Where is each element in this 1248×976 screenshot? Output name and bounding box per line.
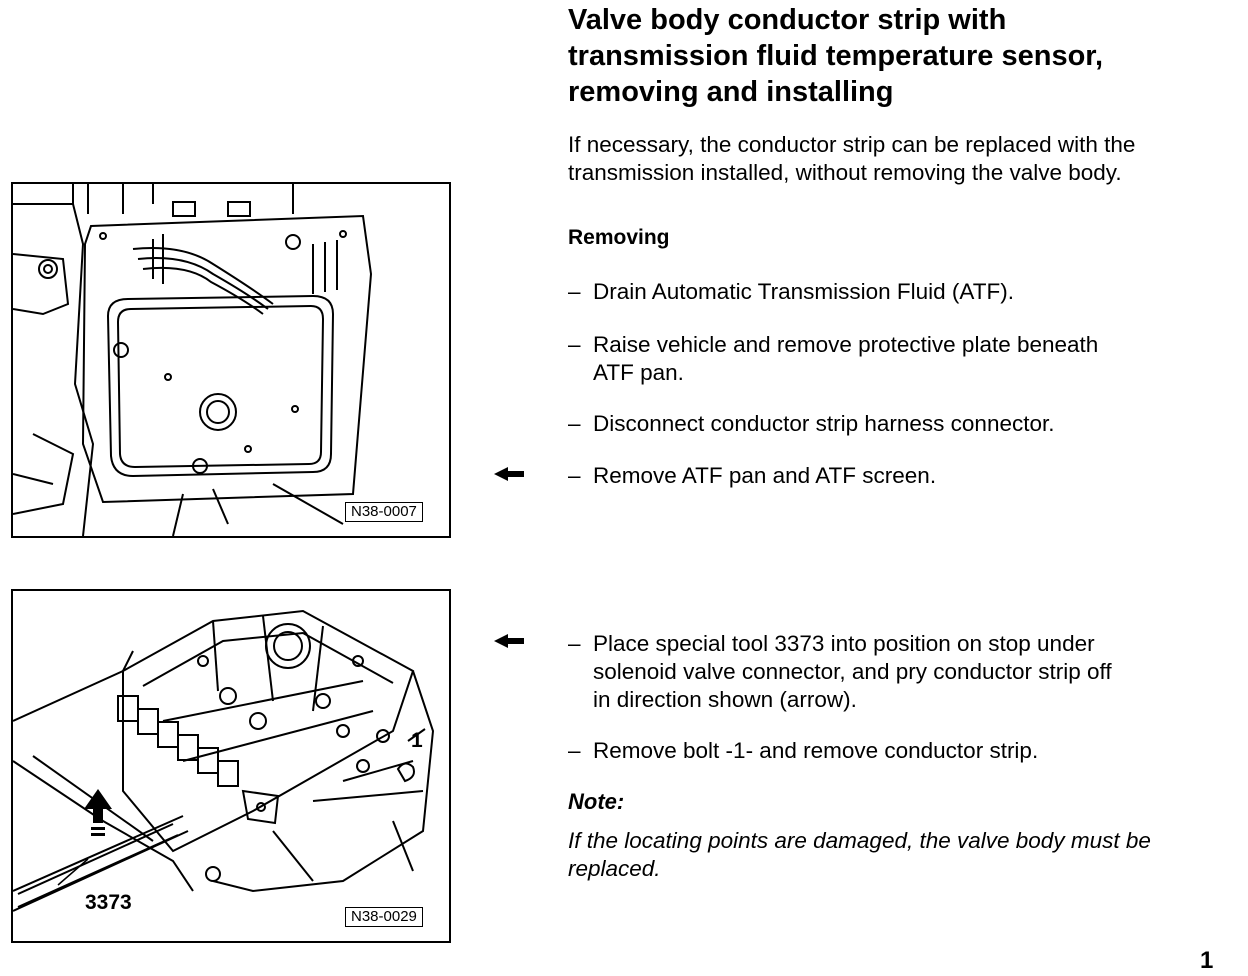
note-line: replaced.	[568, 856, 661, 881]
note-body: If the locating points are damaged, the …	[568, 827, 1248, 883]
figure-valve-body: 1 3373 N38-0029	[11, 589, 451, 943]
step-item: – Remove bolt -1- and remove conductor s…	[568, 737, 1228, 765]
section-heading: Removing	[568, 226, 670, 249]
note-heading: Note:	[568, 789, 625, 814]
step-dash: –	[568, 411, 581, 436]
intro-paragraph: If necessary, the conductor strip can be…	[568, 131, 1248, 187]
step-text: ATF pan.	[593, 360, 684, 385]
step-dash: –	[568, 631, 581, 656]
valve-body-illustration	[13, 609, 435, 912]
step-text: in direction shown (arrow).	[593, 687, 857, 712]
step-item: – Drain Automatic Transmission Fluid (AT…	[568, 278, 1228, 306]
step-text: Disconnect conductor strip harness conne…	[593, 411, 1055, 436]
title-line: transmission fluid temperature sensor,	[568, 40, 1104, 72]
page-number: 1	[1200, 947, 1214, 974]
figure-atf-pan: N38-0007	[11, 182, 451, 538]
atf-pan-illustration	[13, 184, 373, 536]
step-text: Place special tool 3373 into position on…	[593, 631, 1095, 656]
step-dash: –	[568, 738, 581, 763]
step-item: – Place special tool 3373 into position …	[568, 630, 1228, 714]
figure-label: N38-0029	[345, 907, 423, 927]
pointer-arrow-icon	[494, 467, 524, 481]
pointer-arrow-icon	[494, 634, 524, 648]
figure-label: N38-0007	[345, 502, 423, 522]
title-line: Valve body conductor strip with	[568, 4, 1007, 36]
callout-bolt: 1	[411, 729, 423, 752]
callout-tool: 3373	[85, 891, 132, 914]
step-item: – Remove ATF pan and ATF screen.	[568, 462, 1228, 490]
step-dash: –	[568, 332, 581, 357]
step-item: – Raise vehicle and remove protective pl…	[568, 331, 1228, 387]
step-dash: –	[568, 463, 581, 488]
page-title: Valve body conductor strip with transmis…	[568, 2, 1228, 110]
step-text: solenoid valve connector, and pry conduc…	[593, 659, 1112, 684]
step-item: – Disconnect conductor strip harness con…	[568, 410, 1228, 438]
step-text: Remove ATF pan and ATF screen.	[593, 463, 937, 488]
step-text: Remove bolt -1- and remove conductor str…	[593, 738, 1039, 763]
step-text: Drain Automatic Transmission Fluid (ATF)…	[593, 279, 1014, 304]
note-line: If the locating points are damaged, the …	[568, 828, 1151, 853]
step-text: Raise vehicle and remove protective plat…	[593, 332, 1099, 357]
intro-line: If necessary, the conductor strip can be…	[568, 132, 1136, 157]
title-line: removing and installing	[568, 76, 894, 108]
step-dash: –	[568, 279, 581, 304]
intro-line: transmission installed, without removing…	[568, 160, 1122, 185]
